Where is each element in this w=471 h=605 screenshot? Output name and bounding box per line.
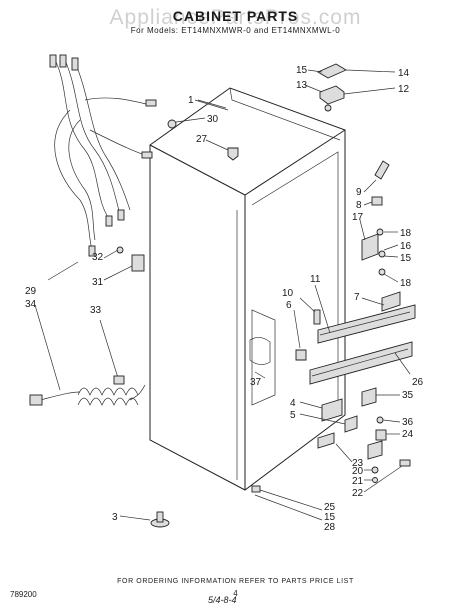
callout-15-top: 15	[296, 65, 308, 76]
callout-6: 6	[286, 300, 292, 311]
callout-18-upper: 18	[400, 228, 412, 239]
cabinet-body	[149, 87, 346, 491]
callout-34: 34	[25, 299, 37, 310]
callout-35: 35	[402, 390, 414, 401]
callout-25: 25	[324, 502, 336, 513]
callout-13: 13	[296, 80, 308, 91]
callout-4: 4	[290, 398, 296, 409]
callout-21: 21	[352, 476, 364, 487]
callout-30: 30	[207, 114, 219, 125]
callout-33: 33	[90, 305, 102, 316]
middle-hinge-parts	[363, 160, 390, 206]
callout-3: 3	[112, 512, 118, 523]
handwritten-note: 5/4-8-4	[208, 595, 237, 605]
callout-11: 11	[310, 274, 321, 285]
wiring-harness	[47, 54, 157, 281]
wire-bracket	[103, 246, 145, 281]
callout-16: 16	[400, 241, 412, 252]
top-hinge-assembly	[304, 63, 396, 112]
callout-29: 29	[25, 286, 37, 297]
cabinet-rails	[309, 284, 416, 385]
callout-26: 26	[412, 377, 424, 388]
page-number: 4	[233, 589, 238, 598]
ordering-note: FOR ORDERING INFORMATION REFER TO PARTS …	[117, 578, 354, 585]
power-cord	[29, 304, 146, 406]
leader-lines	[194, 99, 266, 379]
lower-front-parts	[299, 387, 401, 441]
callout-20: 20	[352, 466, 364, 477]
bottom-hinge-assembly	[317, 432, 411, 493]
callout-32: 32	[92, 252, 104, 263]
callout-15-bottom: 15	[324, 512, 336, 523]
callout-37: 37	[250, 377, 262, 388]
watermark-text: AppliancePartsPros.com	[109, 6, 362, 29]
small-clips	[293, 297, 321, 361]
callout-labels: 1 30 27 15 14 13 12 9 8 17 18 16 15 18 1…	[25, 65, 424, 533]
callout-10: 10	[282, 288, 294, 299]
callout-7: 7	[354, 292, 360, 303]
diagram-title: CABINET PARTS	[172, 8, 299, 24]
callout-9: 9	[356, 187, 362, 198]
callout-5: 5	[290, 410, 296, 421]
callout-24: 24	[402, 429, 414, 440]
callout-22: 22	[352, 488, 364, 499]
callout-1: 1	[188, 95, 194, 106]
callout-12: 12	[398, 84, 410, 95]
document-code: 789200	[10, 590, 37, 599]
leveling-leg	[119, 511, 170, 528]
bottom-fasteners	[251, 485, 323, 521]
callout-31: 31	[92, 277, 104, 288]
callout-28: 28	[324, 522, 336, 533]
inner-compartment	[249, 309, 276, 406]
callout-27: 27	[196, 134, 208, 145]
callout-15-mid: 15	[400, 253, 412, 264]
top-fasteners	[167, 99, 239, 161]
callout-17: 17	[352, 212, 364, 223]
callout-36: 36	[402, 417, 414, 428]
callout-14: 14	[398, 68, 410, 79]
lower-hinge-parts	[359, 219, 399, 283]
model-subtitle: For Models: ET14MNXMWR-0 and ET14MNXMWL-…	[130, 26, 341, 35]
callout-18-lower: 18	[400, 278, 412, 289]
callout-8: 8	[356, 200, 362, 211]
callout-23: 23	[352, 458, 364, 469]
